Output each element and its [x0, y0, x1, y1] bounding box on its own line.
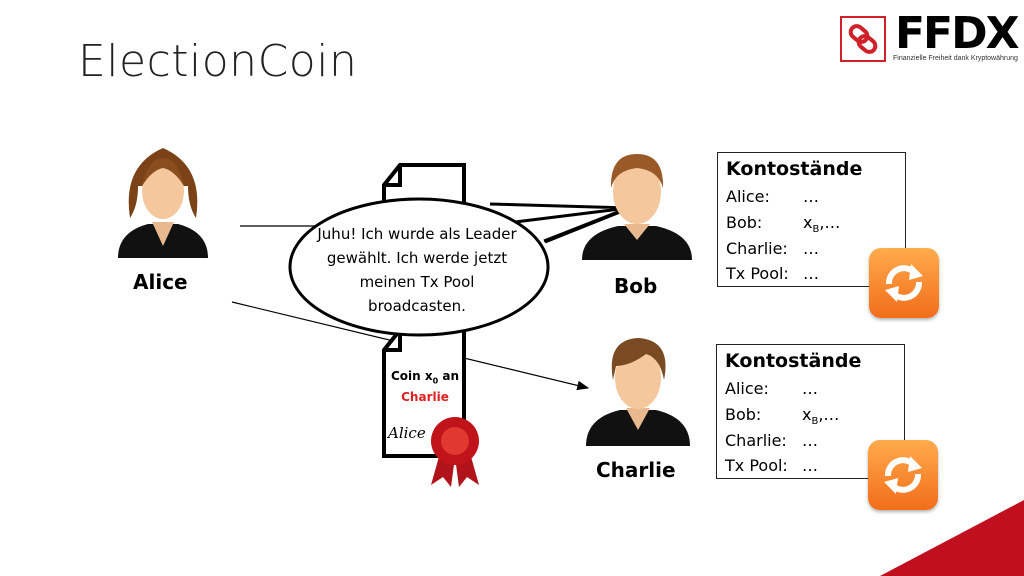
person-name-charlie: Charlie	[596, 458, 676, 482]
logo-subtitle: Finanzielle Freiheit dank Kryptowährung	[893, 55, 1018, 62]
balance-var: x	[802, 405, 812, 424]
balance-row: Tx Pool: …	[726, 264, 819, 283]
person-icon	[582, 154, 692, 260]
balance-label: Tx Pool:	[726, 264, 789, 283]
balance-row: Alice: …	[726, 187, 819, 206]
document-recipient: Charlie	[401, 390, 449, 405]
document-line-end: an	[438, 369, 460, 383]
balance-value: …	[802, 456, 818, 475]
wax-seal-icon	[431, 417, 479, 487]
signature: Alice	[388, 424, 426, 442]
person-icon	[586, 338, 690, 446]
balance-label: Charlie:	[725, 431, 787, 450]
balance-row: Charlie: …	[725, 431, 818, 450]
document-line: Coin x	[390, 369, 433, 383]
balance-heading: Kontostände	[725, 350, 862, 372]
balance-value: xB,…	[802, 405, 839, 427]
balance-row: Alice: …	[725, 379, 818, 398]
balance-value: …	[802, 379, 818, 398]
sync-button-charlie[interactable]	[868, 440, 938, 510]
balance-label: Alice:	[726, 187, 770, 206]
balance-label: Charlie:	[726, 239, 788, 258]
balance-var: x	[803, 213, 813, 232]
balance-label: Bob:	[726, 213, 763, 232]
balance-value: …	[803, 264, 819, 283]
balance-rest: ,…	[819, 213, 841, 232]
balance-box-bob: Kontostände Alice: … Bob: xB,… Charlie: …	[717, 152, 906, 287]
balance-sub: B	[811, 416, 819, 428]
balance-value: xB,…	[803, 213, 840, 235]
logo	[840, 14, 1020, 64]
page-title: ElectionCoin	[78, 36, 358, 87]
document-text: Coin x0 an Charlie	[388, 368, 462, 406]
speech-text: Juhu! Ich wurde als Leader gewählt. Ich …	[317, 225, 517, 315]
balance-sub: B	[812, 224, 820, 236]
person-icon	[118, 148, 208, 258]
balance-heading: Kontostände	[726, 158, 863, 180]
sync-button-bob[interactable]	[869, 248, 939, 318]
person-name-alice: Alice	[133, 270, 188, 294]
balance-label: Alice:	[725, 379, 769, 398]
balance-rest: ,…	[818, 405, 840, 424]
balance-row: Bob: xB,…	[725, 405, 839, 427]
balance-row: Tx Pool: …	[725, 456, 818, 475]
balance-label: Tx Pool:	[725, 456, 788, 475]
chain-link-icon	[840, 16, 886, 62]
balance-row: Charlie: …	[726, 239, 819, 258]
balance-value: …	[802, 431, 818, 450]
document-subscript: 0	[432, 376, 439, 386]
balance-label: Bob:	[725, 405, 762, 424]
balance-row: Bob: xB,…	[726, 213, 840, 235]
balance-value: …	[803, 187, 819, 206]
logo-text: FFDX	[895, 8, 1020, 59]
balance-value: …	[803, 239, 819, 258]
sync-icon	[885, 264, 923, 302]
person-name-bob: Bob	[614, 274, 658, 298]
sync-icon	[884, 456, 922, 494]
